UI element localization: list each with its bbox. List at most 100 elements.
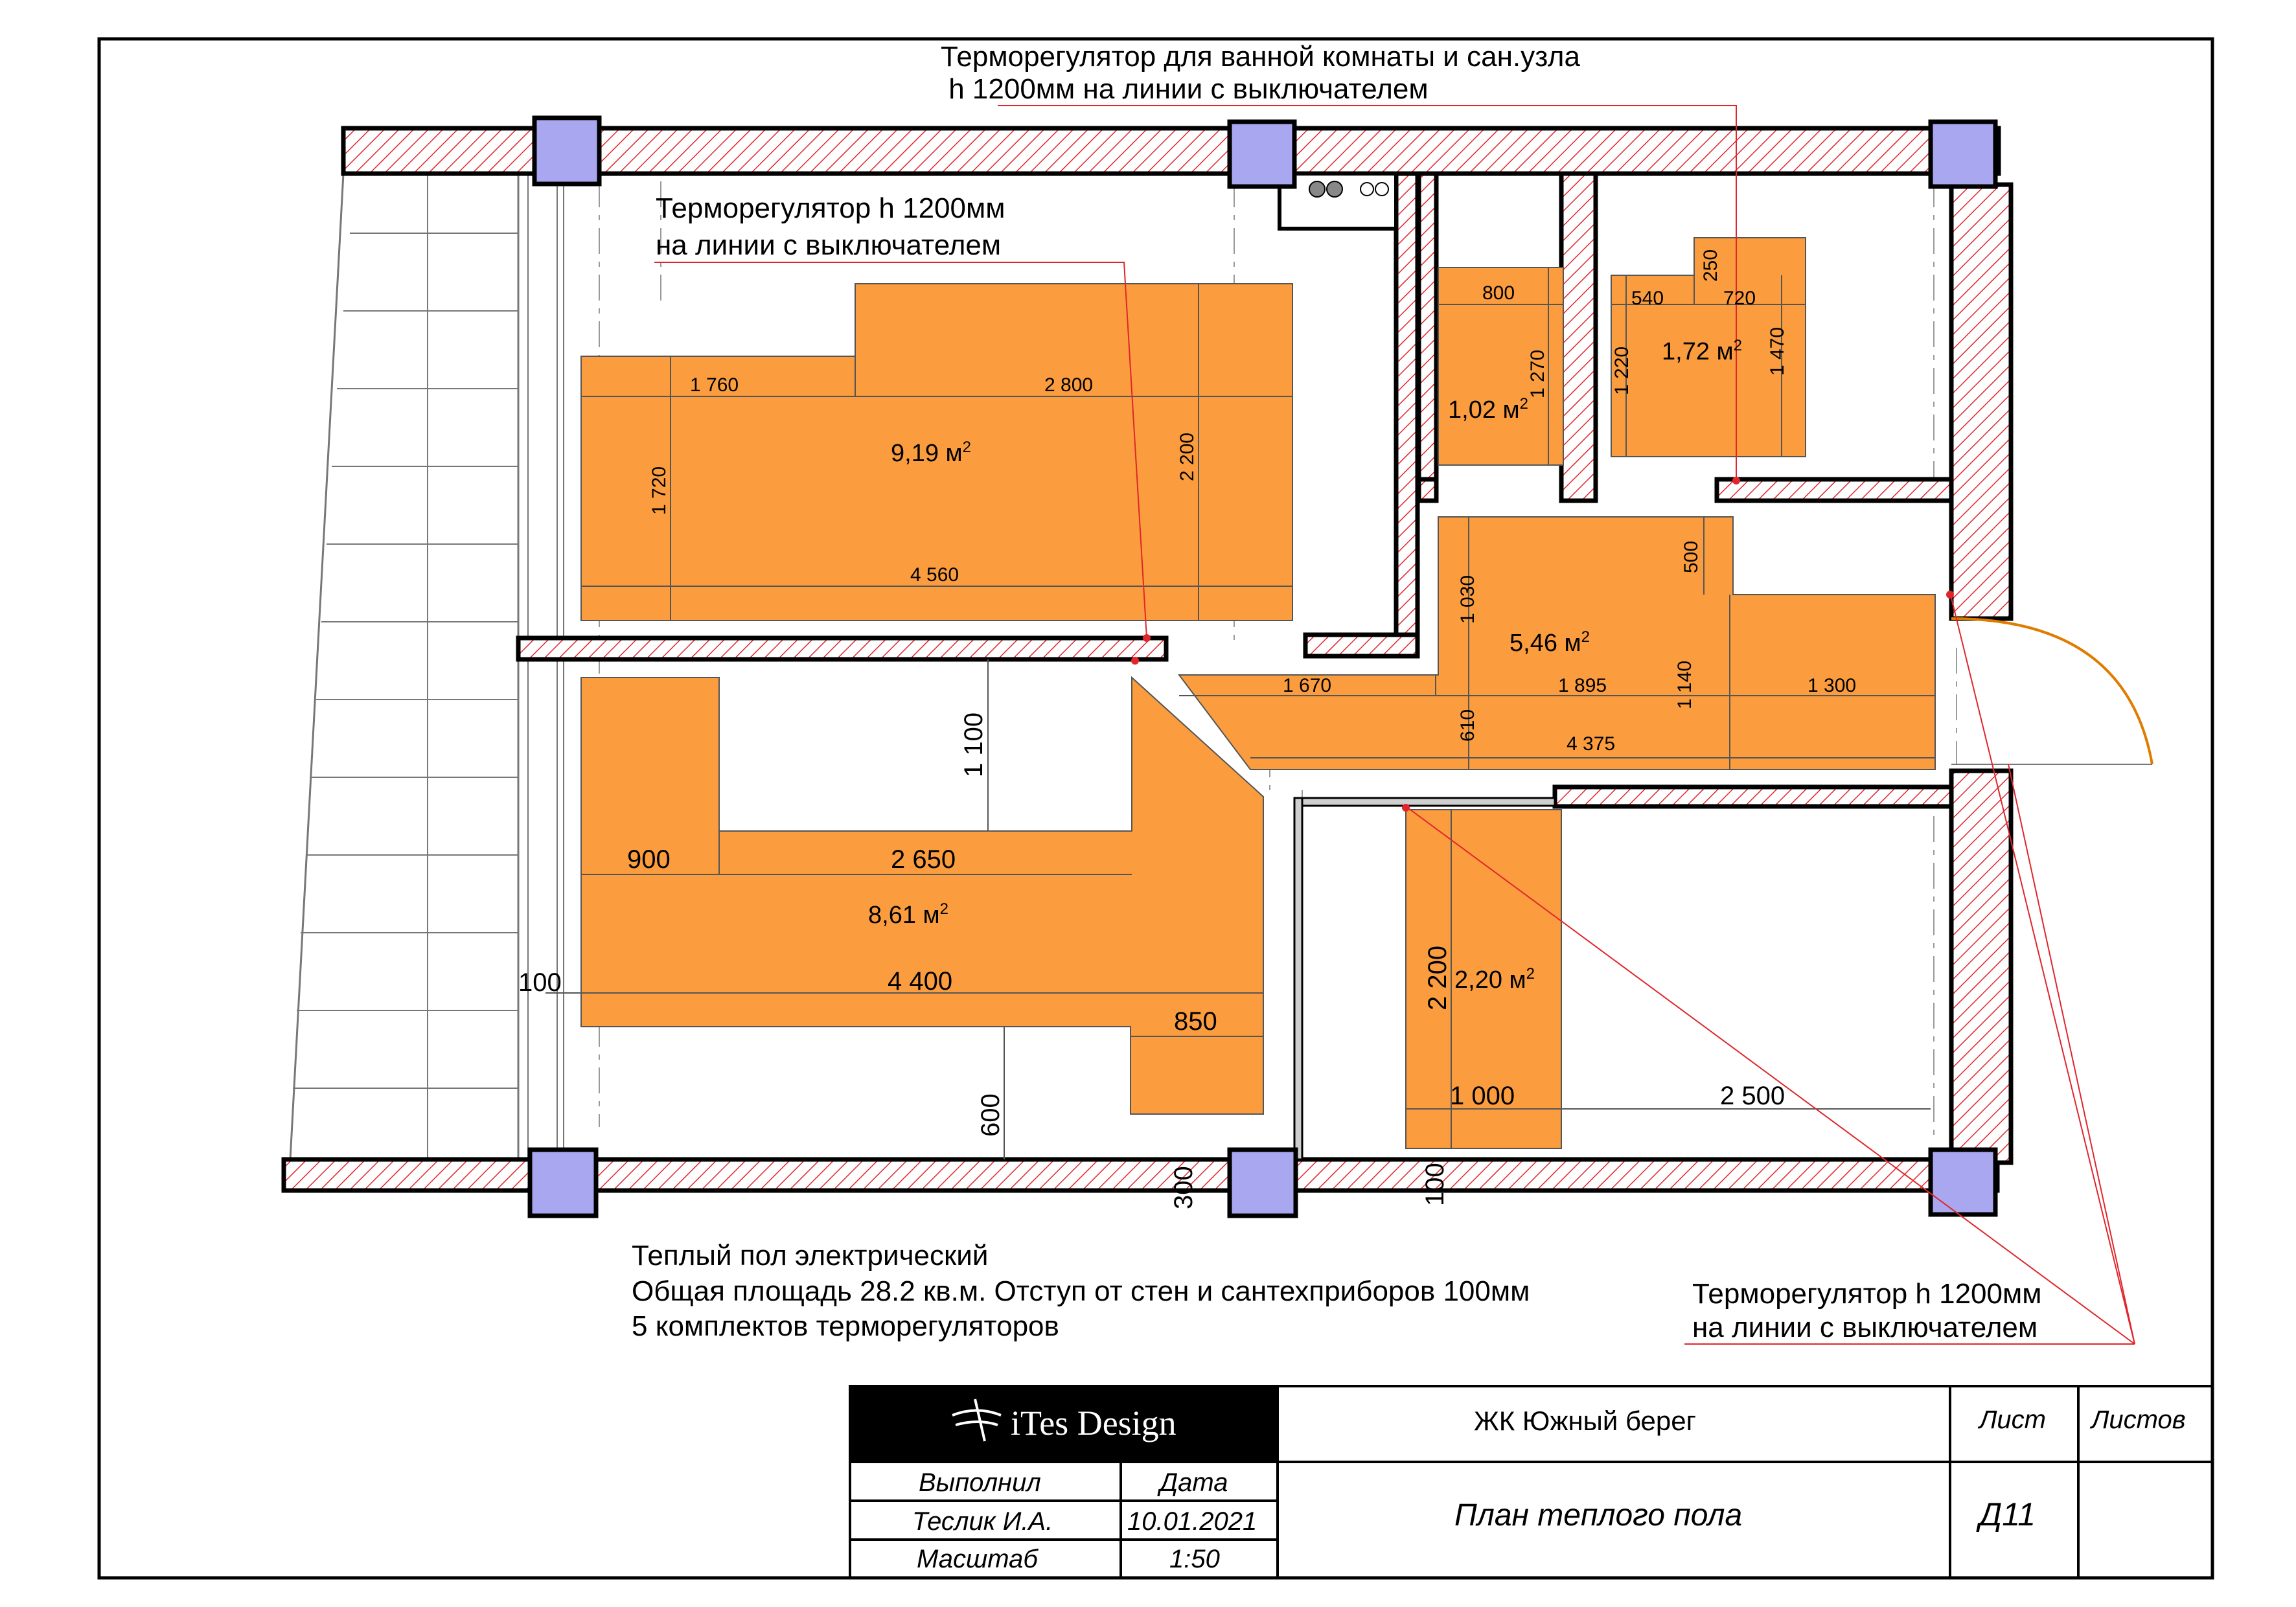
note-entry-thermostat-line1: Терморегулятор h 1200мм xyxy=(1692,1278,2042,1310)
logo-panel xyxy=(850,1386,1278,1462)
heating-zone-room-bottom xyxy=(580,676,1264,1115)
sheet-number: Д11 xyxy=(1976,1496,2036,1533)
area-label-bath: 1,72 м2 xyxy=(1662,337,1742,365)
balcony xyxy=(289,172,564,1161)
date-label: Дата xyxy=(1157,1468,1228,1497)
dimension-label: 900 xyxy=(627,845,671,874)
area-label-wc: 1,02 м2 xyxy=(1448,395,1528,424)
area-label-room-bottom: 8,61 м2 xyxy=(868,900,948,929)
heating-zone-hall xyxy=(1177,516,1936,770)
wall-storage-partition xyxy=(1293,797,1303,1161)
dimension-label: 1 100 xyxy=(959,712,988,777)
performed-label: Выполнил xyxy=(919,1468,1041,1497)
wall-right-lower xyxy=(1949,768,2014,1165)
dimension-label: 1 270 xyxy=(1527,350,1548,398)
column xyxy=(532,115,602,187)
dimension-label: 4 400 xyxy=(888,967,952,996)
thermostat-marker xyxy=(1131,657,1139,665)
wall-room-right xyxy=(1394,171,1420,659)
entrance-door-swing xyxy=(1951,617,2153,765)
area-label-hall: 5,46 м2 xyxy=(1510,628,1590,657)
dimension-label: 720 xyxy=(1723,288,1756,309)
wall-top xyxy=(341,126,2001,176)
dimension-label: 1 670 xyxy=(1283,675,1331,696)
dimension-label: 2 200 xyxy=(1177,433,1198,481)
note-entry-thermostat-line2: на линии с выключателем xyxy=(1692,1312,2038,1343)
note-room-thermostat-line2: на линии с выключателем xyxy=(656,229,1001,261)
note-summary-line2: Общая площадь 28.2 кв.м. Отступ от стен … xyxy=(632,1275,1530,1307)
column xyxy=(1227,119,1297,189)
title-block: iTes Design ЖК Южный берег Лист Листов В… xyxy=(849,1385,2214,1579)
dimension-label: 600 xyxy=(976,1093,1005,1137)
thermostat-marker xyxy=(1946,591,1954,598)
column xyxy=(1928,1147,1998,1217)
logo-text: iTes Design xyxy=(1011,1404,1177,1442)
wall-storage-door xyxy=(1301,797,1556,807)
dimension-label: 4 560 xyxy=(910,564,959,586)
sheet-label: Лист xyxy=(1977,1406,2046,1434)
walls xyxy=(281,126,2014,1193)
dimension-label: 1 760 xyxy=(690,374,739,396)
stove-icon xyxy=(1360,182,1374,196)
column xyxy=(527,1147,599,1218)
dimension-label: 1 470 xyxy=(1767,327,1788,376)
project-name: ЖК Южный берег xyxy=(1474,1406,1696,1436)
dimension-lines xyxy=(545,238,1935,1159)
dimension-label: 1 300 xyxy=(1808,675,1856,696)
dimension-label: 1 220 xyxy=(1611,347,1633,395)
dimension-label: 500 xyxy=(1681,541,1702,573)
dimension-label: 610 xyxy=(1457,709,1478,742)
wall-storage-top xyxy=(1552,784,1954,809)
thermostat-marker xyxy=(1143,634,1151,642)
column xyxy=(1928,119,1998,189)
dimension-label: 1 030 xyxy=(1457,575,1478,624)
heating-zones xyxy=(580,237,1936,1149)
author-name: Теслик И.А. xyxy=(912,1507,1053,1536)
dragonfly-icon xyxy=(952,1398,1002,1442)
sheets-label: Листов xyxy=(2089,1406,2186,1434)
wall-wc-left xyxy=(1416,171,1439,487)
thermostat-marker xyxy=(1402,804,1410,812)
wall-wc-bath xyxy=(1559,171,1598,503)
leader-lines xyxy=(654,105,2135,1345)
note-summary-line3: 5 комплектов терморегуляторов xyxy=(632,1310,1059,1342)
dimension-label: 2 800 xyxy=(1044,374,1093,396)
dimension-label: 2 650 xyxy=(891,845,956,874)
note-bath-thermostat-line1: Терморегулятор для ванной комнаты и сан.… xyxy=(941,41,1580,73)
wall-wc-bottom xyxy=(1416,477,1439,503)
dimension-label: 1 000 xyxy=(1450,1082,1515,1110)
stove-icon xyxy=(1375,182,1389,196)
heating-zone-wc xyxy=(1438,267,1564,466)
dimension-label: 1 895 xyxy=(1558,675,1607,696)
wall-bath-bottom xyxy=(1714,477,1954,503)
dimension-label: 540 xyxy=(1631,288,1664,309)
area-label-room-top: 9,19 м2 xyxy=(891,439,971,467)
drawing-date: 10.01.2021 xyxy=(1127,1507,1257,1536)
scale-value: 1:50 xyxy=(1169,1545,1220,1573)
area-label-storage: 2,20 м2 xyxy=(1454,965,1535,994)
dimension-label: 100 xyxy=(1421,1163,1449,1206)
thermostat-marker xyxy=(1732,477,1740,484)
dimension-label: 1 720 xyxy=(649,466,670,515)
note-room-thermostat-line1: Терморегулятор h 1200мм xyxy=(656,192,1005,224)
dimension-label: 100 xyxy=(518,968,562,997)
wall-room-divider xyxy=(516,635,1169,662)
dimension-label: 300 xyxy=(1169,1166,1198,1209)
column xyxy=(1227,1147,1298,1218)
note-bath-thermostat-line2: h 1200мм на линии с выключателем xyxy=(941,73,1429,105)
wall-room-right-foot xyxy=(1303,632,1420,659)
dimension-label: 2 200 xyxy=(1423,946,1452,1010)
scale-label: Масштаб xyxy=(917,1545,1039,1573)
note-summary-line1: Теплый пол электрический xyxy=(632,1240,988,1271)
columns xyxy=(527,115,1998,1218)
dimension-label: 2 500 xyxy=(1720,1082,1785,1110)
dimension-label: 850 xyxy=(1174,1007,1217,1036)
heating-zone-storage xyxy=(1405,809,1562,1149)
drawing-title: План теплого пола xyxy=(1454,1498,1742,1533)
dimension-label: 250 xyxy=(1700,249,1721,282)
dimension-label: 800 xyxy=(1482,282,1515,304)
dimension-label: 4 375 xyxy=(1567,733,1615,755)
stove-icon xyxy=(1309,181,1326,198)
stove-icon xyxy=(1326,181,1343,198)
